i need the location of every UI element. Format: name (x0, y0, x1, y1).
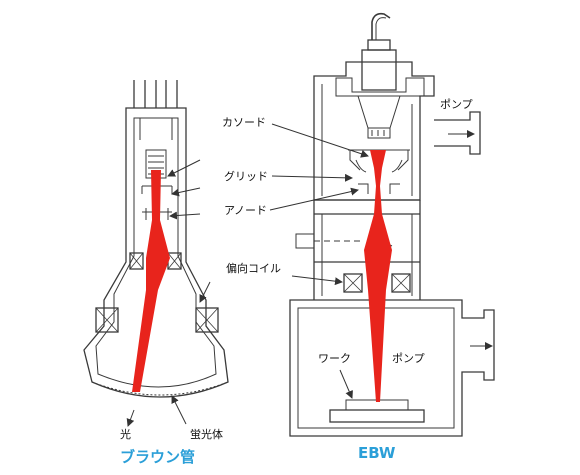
ebw-leaders (269, 123, 493, 399)
ebw-pump-port-top (434, 111, 481, 155)
light-label: 光 (120, 427, 131, 441)
crt-grid (141, 185, 173, 194)
crt-caption: ブラウン管 (120, 448, 195, 466)
ebw-chamber (289, 12, 495, 437)
crt-coil-left (129, 252, 144, 270)
cathode-label: カソード (222, 116, 266, 129)
crt-anode (142, 208, 172, 220)
crt-pins (133, 80, 178, 108)
anode-label: アノード (224, 204, 267, 217)
phosphor-label: 蛍光体 (190, 427, 223, 441)
crt-electron-beam (132, 170, 170, 392)
pump-bottom-label: ポンプ (392, 352, 425, 365)
grid-label: グリッド (224, 169, 268, 183)
crt-focus-coil-left (95, 307, 119, 333)
ebw-coil-left (343, 273, 363, 293)
ebw-caption: EBW (358, 444, 396, 462)
ebw-electron-beam (364, 150, 392, 402)
ebw-work-chamber (289, 299, 495, 437)
pump-top-label: ポンプ (440, 98, 473, 111)
crt-phosphor-screen (91, 381, 229, 396)
crt-focus-coil-right (195, 307, 219, 333)
crt-inner-wall (95, 117, 217, 388)
ebw-gun-housing (313, 61, 435, 201)
ebw-coil-right (391, 273, 411, 293)
crt-leaders (126, 159, 211, 427)
ebw-workpiece (329, 409, 425, 423)
work-label: ワーク (318, 352, 351, 365)
crt-tube (83, 80, 229, 398)
deflection-coil-label: 偏向コイル (226, 261, 281, 275)
ebw-cable (371, 12, 391, 40)
crt-envelope (83, 107, 229, 398)
